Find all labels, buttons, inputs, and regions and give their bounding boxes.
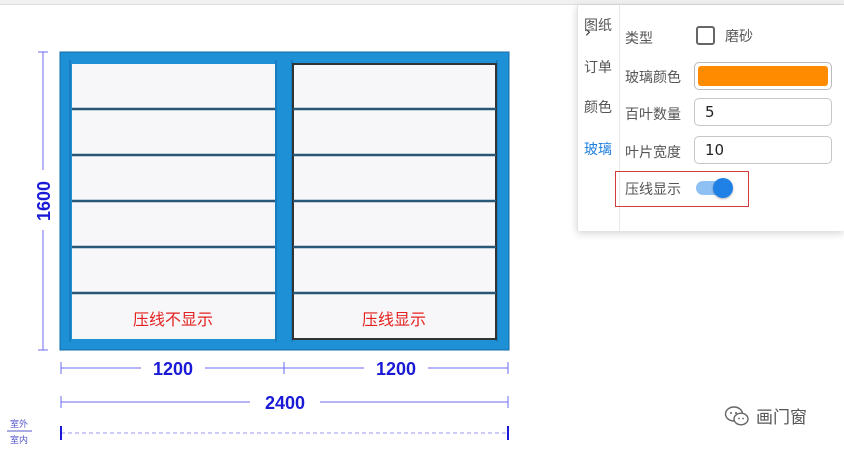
collapse-chevron-icon[interactable]: › <box>584 21 592 41</box>
center-mullion[interactable] <box>276 60 292 342</box>
frosted-checkbox[interactable] <box>696 26 715 45</box>
right-louver-lines <box>293 107 496 295</box>
tab-order[interactable]: 订单 <box>584 60 612 76</box>
tab-drawing[interactable]: 图纸 <box>584 18 612 34</box>
bead-display-toggle[interactable] <box>696 177 734 199</box>
glass-color-label: 玻璃颜色 <box>625 70 681 86</box>
bead-display-label: 压线显示 <box>625 182 681 198</box>
height-dim-text-bg <box>33 170 53 230</box>
right-pane-label: 压线显示 <box>362 310 426 329</box>
toggle-knob <box>713 178 733 198</box>
glass-color-fill <box>698 66 828 86</box>
left-pane-label: 压线不显示 <box>133 310 213 329</box>
louver-count-label: 百叶数量 <box>625 107 681 123</box>
type-label: 类型 <box>625 31 653 47</box>
tab-glass[interactable]: 玻璃 <box>584 142 612 158</box>
top-toolbar-edge <box>0 0 844 5</box>
segment-dim-left-bg <box>141 358 205 378</box>
segment-dim-right-text[interactable]: 1200 <box>376 359 416 379</box>
total-dim-bg <box>250 392 320 412</box>
segment-dim-left-text[interactable]: 1200 <box>153 359 193 379</box>
inside-label: 室内 <box>10 434 28 446</box>
height-dim-text[interactable]: 1600 <box>34 181 54 221</box>
watermark-text: 画门窗 <box>756 408 807 428</box>
panel-tabs: › 图纸 订单 颜色 玻璃 <box>578 5 620 231</box>
outside-label: 室外 <box>10 418 28 430</box>
louver-count-input[interactable] <box>694 98 832 126</box>
blade-width-label: 叶片宽度 <box>625 145 681 161</box>
segment-dim-right-bg <box>364 358 428 378</box>
frosted-label: 磨砂 <box>725 29 753 45</box>
watermark: 画门窗 <box>724 403 807 428</box>
glass-color-picker[interactable] <box>694 62 832 90</box>
outer-frame-edge <box>59 51 510 351</box>
total-dim-text[interactable]: 2400 <box>265 393 305 413</box>
tab-color[interactable]: 颜色 <box>584 100 612 116</box>
wechat-icon <box>724 405 749 426</box>
bead-display-highlight-box <box>615 171 749 207</box>
left-louver-lines <box>72 107 275 295</box>
segment-dimension-lines <box>60 362 509 374</box>
properties-panel: › 图纸 订单 颜色 玻璃 类型 磨砂 玻璃颜色 百叶数量 叶片宽度 压线显示 <box>577 5 844 231</box>
blade-width-input[interactable] <box>694 136 832 164</box>
